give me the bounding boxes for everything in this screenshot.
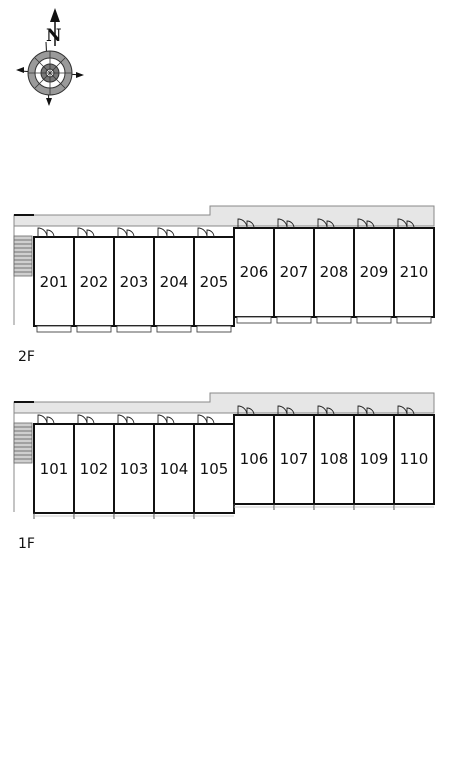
door-icon: [317, 218, 335, 229]
balcony: [36, 325, 72, 333]
corridor: [13, 205, 435, 227]
room-208: 208: [313, 218, 355, 324]
door-icon: [197, 227, 215, 238]
stairs-icon: [13, 235, 33, 277]
room-210: 210: [393, 218, 435, 324]
room-number: 102: [80, 460, 109, 478]
north-label: N: [46, 26, 62, 46]
room-number: 206: [240, 263, 269, 281]
room-107: 107: [273, 405, 315, 510]
balcony: [76, 325, 112, 333]
room-201: 201: [33, 227, 75, 333]
door-icon: [237, 218, 255, 229]
door-icon: [157, 414, 175, 425]
room-102: 102: [73, 414, 115, 519]
stairs-icon: [13, 422, 33, 464]
door-icon: [317, 405, 335, 416]
door-icon: [117, 414, 135, 425]
room-number: 209: [360, 263, 389, 281]
room-number: 109: [360, 450, 389, 468]
room-205: 205: [193, 227, 235, 333]
floor-label: 1F: [18, 536, 35, 552]
door-icon: [397, 405, 415, 416]
compass-rose-icon: N: [16, 8, 84, 106]
room-number: 103: [120, 460, 149, 478]
door-icon: [157, 227, 175, 238]
door-icon: [237, 405, 255, 416]
room-207: 207: [273, 218, 315, 324]
floor-1f-plan: 101 102 103 104 105 106 107 108 109 110 1F: [13, 392, 435, 552]
room-number: 208: [320, 263, 349, 281]
room-number: 105: [200, 460, 229, 478]
door-icon: [77, 227, 95, 238]
room-106: 106: [233, 405, 275, 510]
door-icon: [357, 218, 375, 229]
room-206: 206: [233, 218, 275, 324]
door-icon: [357, 405, 375, 416]
room-202: 202: [73, 227, 115, 333]
balcony: [196, 325, 232, 333]
room-number: 104: [160, 460, 189, 478]
room-number: 106: [240, 450, 269, 468]
balcony: [396, 316, 432, 324]
balcony: [156, 325, 192, 333]
room-105: 105: [193, 414, 235, 519]
door-icon: [277, 405, 295, 416]
room-108: 108: [313, 405, 355, 510]
balcony: [316, 316, 352, 324]
corridor: [13, 392, 435, 414]
floor-label: 2F: [18, 349, 35, 365]
room-204: 204: [153, 227, 195, 333]
balcony: [276, 316, 312, 324]
room-number: 210: [400, 263, 429, 281]
door-icon: [197, 414, 215, 425]
room-101: 101: [33, 414, 75, 519]
room-104: 104: [153, 414, 195, 519]
door-icon: [117, 227, 135, 238]
door-icon: [277, 218, 295, 229]
door-icon: [37, 227, 55, 238]
floor-2f-plan: 201 202 203 204 205 206 207 208 209 210 2F: [13, 205, 435, 365]
door-icon: [37, 414, 55, 425]
room-number: 205: [200, 273, 229, 291]
room-number: 101: [40, 460, 69, 478]
room-number: 110: [400, 450, 429, 468]
door-icon: [397, 218, 415, 229]
balcony: [236, 316, 272, 324]
room-number: 207: [280, 263, 309, 281]
room-number: 203: [120, 273, 149, 291]
room-number: 202: [80, 273, 109, 291]
room-number: 107: [280, 450, 309, 468]
room-203: 203: [113, 227, 155, 333]
room-110: 110: [393, 405, 435, 510]
balcony: [356, 316, 392, 324]
room-number: 204: [160, 273, 189, 291]
room-209: 209: [353, 218, 395, 324]
room-103: 103: [113, 414, 155, 519]
room-number: 201: [40, 273, 69, 291]
door-icon: [77, 414, 95, 425]
room-number: 108: [320, 450, 349, 468]
balcony: [116, 325, 152, 333]
room-109: 109: [353, 405, 395, 510]
